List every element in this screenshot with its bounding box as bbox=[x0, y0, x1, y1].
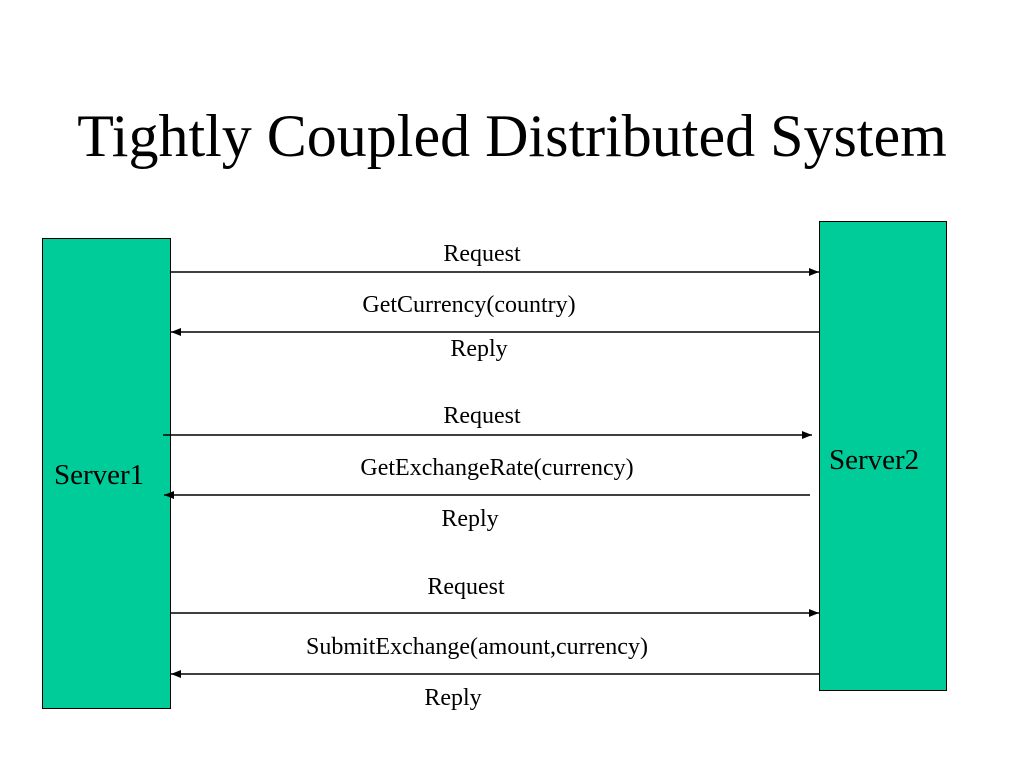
request-label-1: Request bbox=[443, 241, 521, 267]
call-label-2: GetExchangeRate(currency) bbox=[360, 455, 634, 481]
call-label-3: SubmitExchange(amount,currency) bbox=[306, 634, 648, 660]
reply-label-1: Reply bbox=[450, 336, 508, 362]
server1-box bbox=[42, 238, 171, 709]
request-label-3: Request bbox=[427, 574, 505, 600]
server2-box bbox=[819, 221, 947, 691]
slide-title: Tightly Coupled Distributed System bbox=[77, 103, 947, 169]
server1-label: Server1 bbox=[54, 459, 145, 491]
server2-label: Server2 bbox=[829, 444, 920, 476]
reply-label-2: Reply bbox=[441, 506, 499, 532]
reply-label-3: Reply bbox=[424, 685, 482, 711]
call-label-1: GetCurrency(country) bbox=[362, 292, 576, 318]
request-label-2: Request bbox=[443, 403, 521, 429]
